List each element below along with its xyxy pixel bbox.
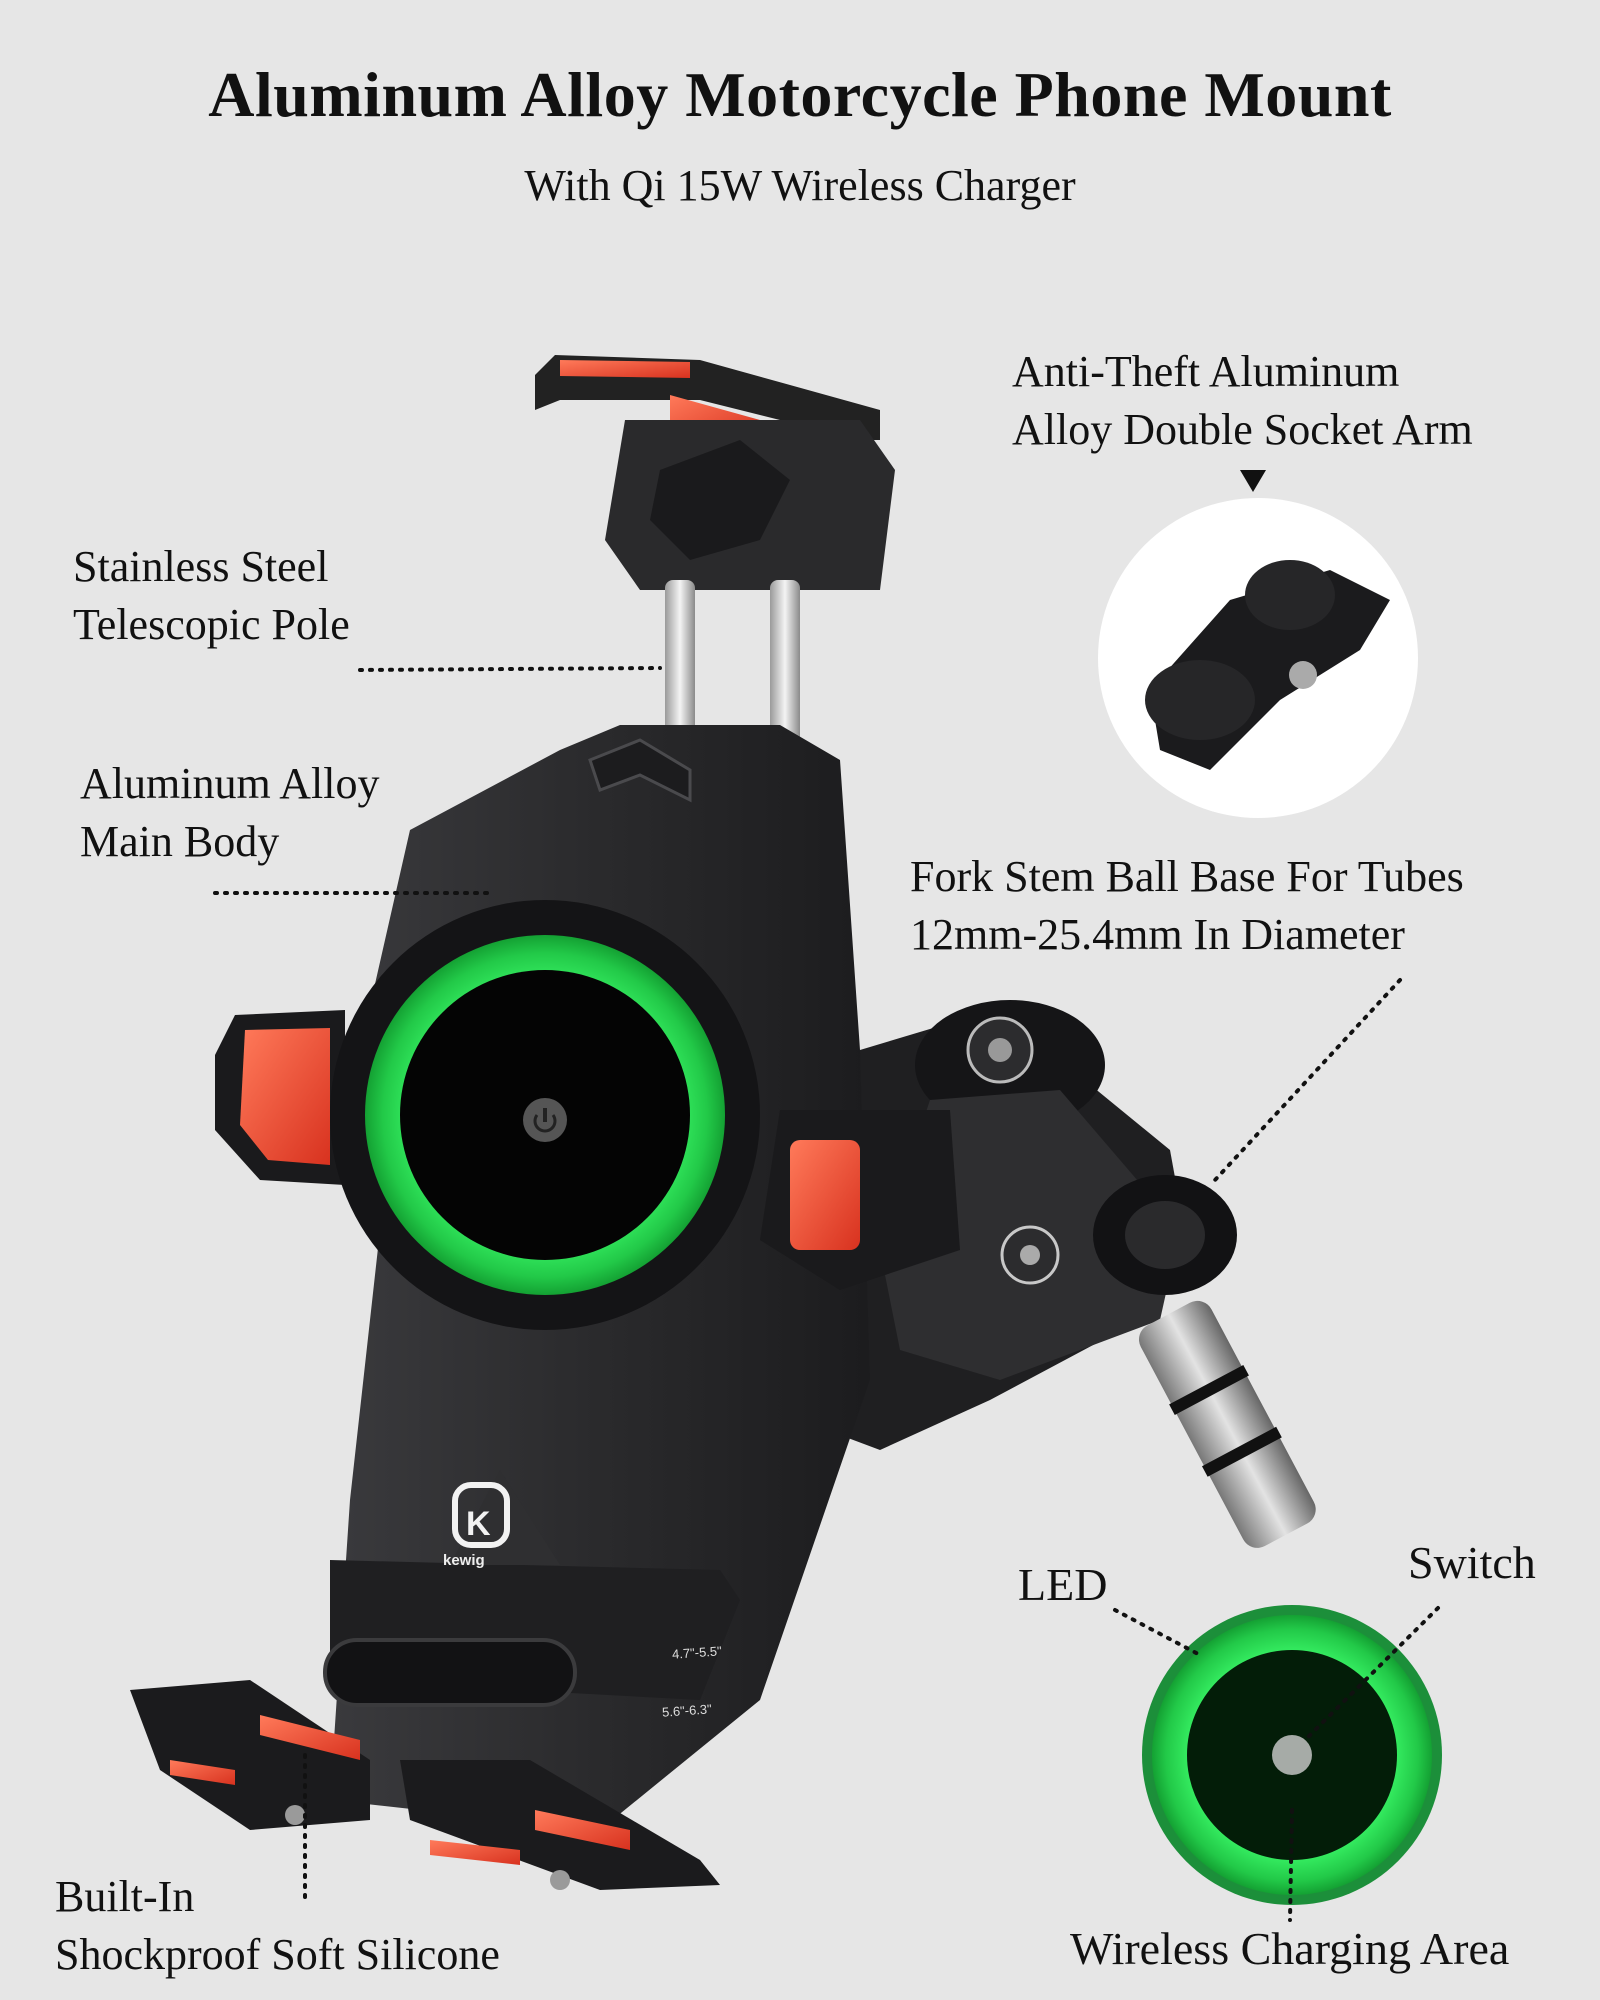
charging-ring [330,900,760,1330]
telescopic-pole-left [665,580,695,750]
socket-arm-detail [1098,498,1418,818]
bottom-clamp [130,1680,720,1890]
brand-logo: K [450,1470,560,1565]
callout-switch: Switch [1408,1537,1536,1588]
svg-text:K: K [466,1505,491,1543]
down-arrow-icon [1240,470,1266,492]
fork-stem [1138,1300,1316,1548]
top-clamp [535,355,895,590]
telescopic-pole-right [770,580,800,770]
callout-charging-area: Wireless Charging Area [1070,1923,1510,1974]
page-subtitle: With Qi 15W Wireless Charger [524,161,1076,210]
callout-led: LED [1018,1559,1108,1610]
callout-socket-arm: Anti-Theft Aluminum Alloy Double Socket … [1012,347,1473,454]
callout-main-body: Aluminum Alloy Main Body [80,759,380,866]
left-side-grip [215,1010,345,1185]
right-side-grip [760,1110,960,1290]
brand-name: kewig [443,1552,485,1569]
leader-lines [213,666,1440,1922]
callout-silicone: Built-In Shockproof Soft Silicone [55,1872,500,1979]
page-title: Aluminum Alloy Motorcycle Phone Mount [208,59,1392,130]
callout-telescopic-pole: Stainless Steel Telescopic Pole [73,542,350,649]
callout-ball-base: Fork Stem Ball Base For Tubes 12mm-25.4m… [910,852,1464,959]
